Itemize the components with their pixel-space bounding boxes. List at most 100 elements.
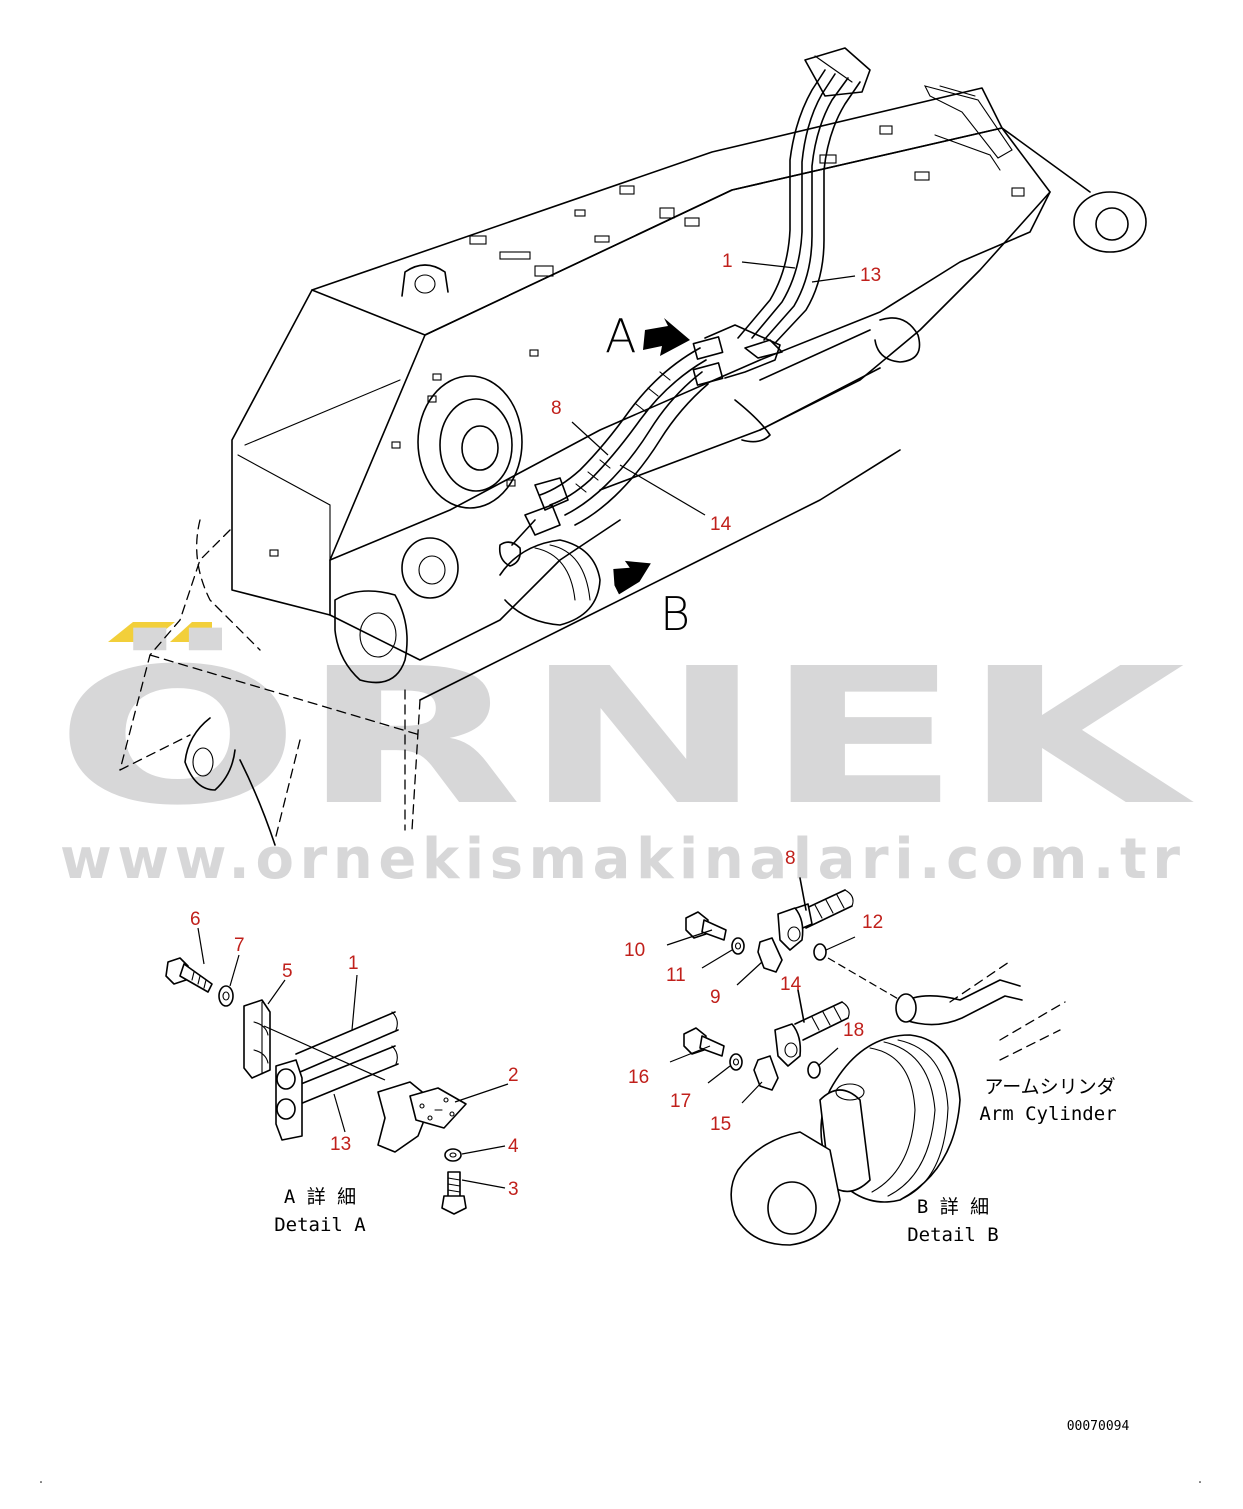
detail-b: 8 10 11 9 12 14 18 16 17 15 アームシリンダ Arm …	[624, 848, 1117, 1246]
label-b-11: 11	[666, 965, 686, 986]
boom-pivot-outer	[417, 375, 523, 509]
arm-cylinder-head-ring2	[549, 544, 591, 601]
view-letter-b: B	[660, 587, 690, 641]
label-a-3: 3	[508, 1179, 519, 1200]
boom-top-fittings	[469, 85, 1025, 277]
arm-cylinder-rod-eye-hole	[767, 1181, 817, 1235]
boom-lower-edge	[599, 191, 1051, 491]
watermark: ÖRNEK www.ornekismakinalari.com.tr	[55, 622, 1195, 892]
hidden-line-1	[119, 529, 231, 771]
watermark-accent-right	[170, 622, 212, 642]
cylinder-port-flange	[895, 993, 917, 1023]
boom-front-block	[231, 289, 426, 616]
view-arrows: A B	[605, 309, 690, 641]
corner-mark-left	[40, 1481, 42, 1483]
main-callouts: 1 13 8 14	[551, 251, 881, 535]
label-main-14: 14	[710, 514, 732, 535]
label-a-1: 1	[348, 953, 359, 974]
arm-cylinder-collar	[734, 399, 771, 443]
label-b-8: 8	[785, 848, 796, 869]
arm-cylinder-upper-line	[329, 519, 621, 661]
pipe-13-inner	[775, 81, 861, 343]
detail-a-caption-en: Detail A	[274, 1214, 366, 1236]
watermark-logo-text: ÖRNEK	[55, 628, 1195, 847]
label-b-18: 18	[843, 1020, 864, 1041]
boom-top-surface	[311, 87, 1003, 336]
boom-side-bolts	[269, 349, 539, 557]
hose-14-bottom	[574, 383, 709, 526]
boom-front-seam	[244, 379, 401, 446]
hidden-line-5	[274, 739, 301, 841]
washer-11	[731, 937, 745, 955]
label-b-17: 17	[670, 1091, 691, 1112]
hidden-bracket-hole	[192, 747, 214, 777]
detail-b-hose-8-bottom	[805, 905, 853, 929]
cylinder-centerline	[999, 1029, 1061, 1061]
boom-top-pin-boss	[401, 264, 449, 297]
hose-fitting-b-lower	[524, 504, 561, 536]
label-a-2: 2	[508, 1065, 519, 1086]
pipe-top-flange-detail	[814, 55, 853, 83]
bolt-10	[685, 911, 727, 941]
label-b-9: 9	[710, 987, 721, 1008]
boom-lower-boss	[401, 537, 459, 599]
detail-b-hose-14-bottom	[802, 1017, 849, 1041]
clamp-plate-a	[744, 339, 783, 359]
detail-a-pipe-13-bottom	[299, 1063, 399, 1105]
split-flange-15	[753, 1055, 779, 1091]
label-a-6: 6	[190, 909, 201, 930]
hidden-bracket-end	[184, 717, 236, 791]
detail-b-hose-14-top	[794, 1001, 843, 1025]
detail-b-caption-jp: B 詳 細	[917, 1196, 989, 1218]
arm-cylinder-rear-eye	[874, 317, 921, 363]
washer-17	[729, 1053, 743, 1071]
boom-side-face	[329, 127, 1051, 561]
hose-elbow-b	[498, 541, 522, 567]
label-a-5: 5	[282, 961, 293, 982]
boom-foot-flange	[334, 590, 408, 684]
detail-a: 6 7 5 1 2 4 3 13 A 詳 細 Detail A	[165, 909, 519, 1236]
split-flange-9	[757, 937, 783, 973]
arm-cylinder-rod-bottom	[759, 367, 881, 431]
corner-mark-right	[1199, 1481, 1201, 1483]
boom-rear-pin-hole	[1095, 207, 1129, 241]
bracket-plate-2	[409, 1087, 467, 1129]
arm-cylinder-head	[499, 539, 601, 626]
boom-lower-boss-hole	[418, 555, 446, 585]
detail-b-fitting-14	[774, 1023, 802, 1067]
boom-rear-boss	[1073, 191, 1147, 253]
arm-cylinder-lower-line	[419, 449, 901, 701]
boom-top-pin-hole	[414, 274, 436, 294]
boom-assembly	[119, 85, 1147, 846]
cylinder-pipe-hidden	[949, 959, 1013, 1003]
label-a-13: 13	[330, 1134, 351, 1155]
label-a-7: 7	[234, 935, 245, 956]
label-b-16: 16	[628, 1067, 649, 1088]
detail-a-caption-jp: A 詳 細	[284, 1186, 356, 1208]
pipe-13-outer	[763, 77, 849, 341]
label-main-8: 8	[551, 398, 562, 419]
hose-routing	[498, 47, 871, 567]
boom-pivot-middle	[439, 398, 513, 492]
watermark-accent-left	[108, 622, 175, 642]
boom-rear-edge	[1001, 127, 1091, 193]
hidden-bracket-edge	[239, 759, 276, 846]
detail-b-caption-en: Detail B	[907, 1224, 999, 1246]
watermark-website: www.ornekismakinalari.com.tr	[60, 827, 1180, 892]
detail-a-pipe-1-bottom	[299, 1029, 399, 1073]
hidden-line-4	[119, 734, 191, 771]
label-b-12: 12	[862, 912, 883, 933]
washer-7	[218, 985, 234, 1007]
hose-14-top	[564, 371, 703, 516]
arm-cylinder-label-jp: アームシリンダ	[984, 1076, 1115, 1098]
bolt-6	[165, 957, 213, 993]
hose-elbow-link	[511, 519, 536, 546]
pipe-1-outer	[737, 69, 826, 339]
label-b-15: 15	[710, 1114, 731, 1135]
arm-cylinder-head-ring1	[534, 547, 576, 601]
hose-armor-marks-2	[575, 459, 611, 493]
washer-4	[444, 1148, 462, 1162]
hidden-line-2	[149, 654, 421, 736]
